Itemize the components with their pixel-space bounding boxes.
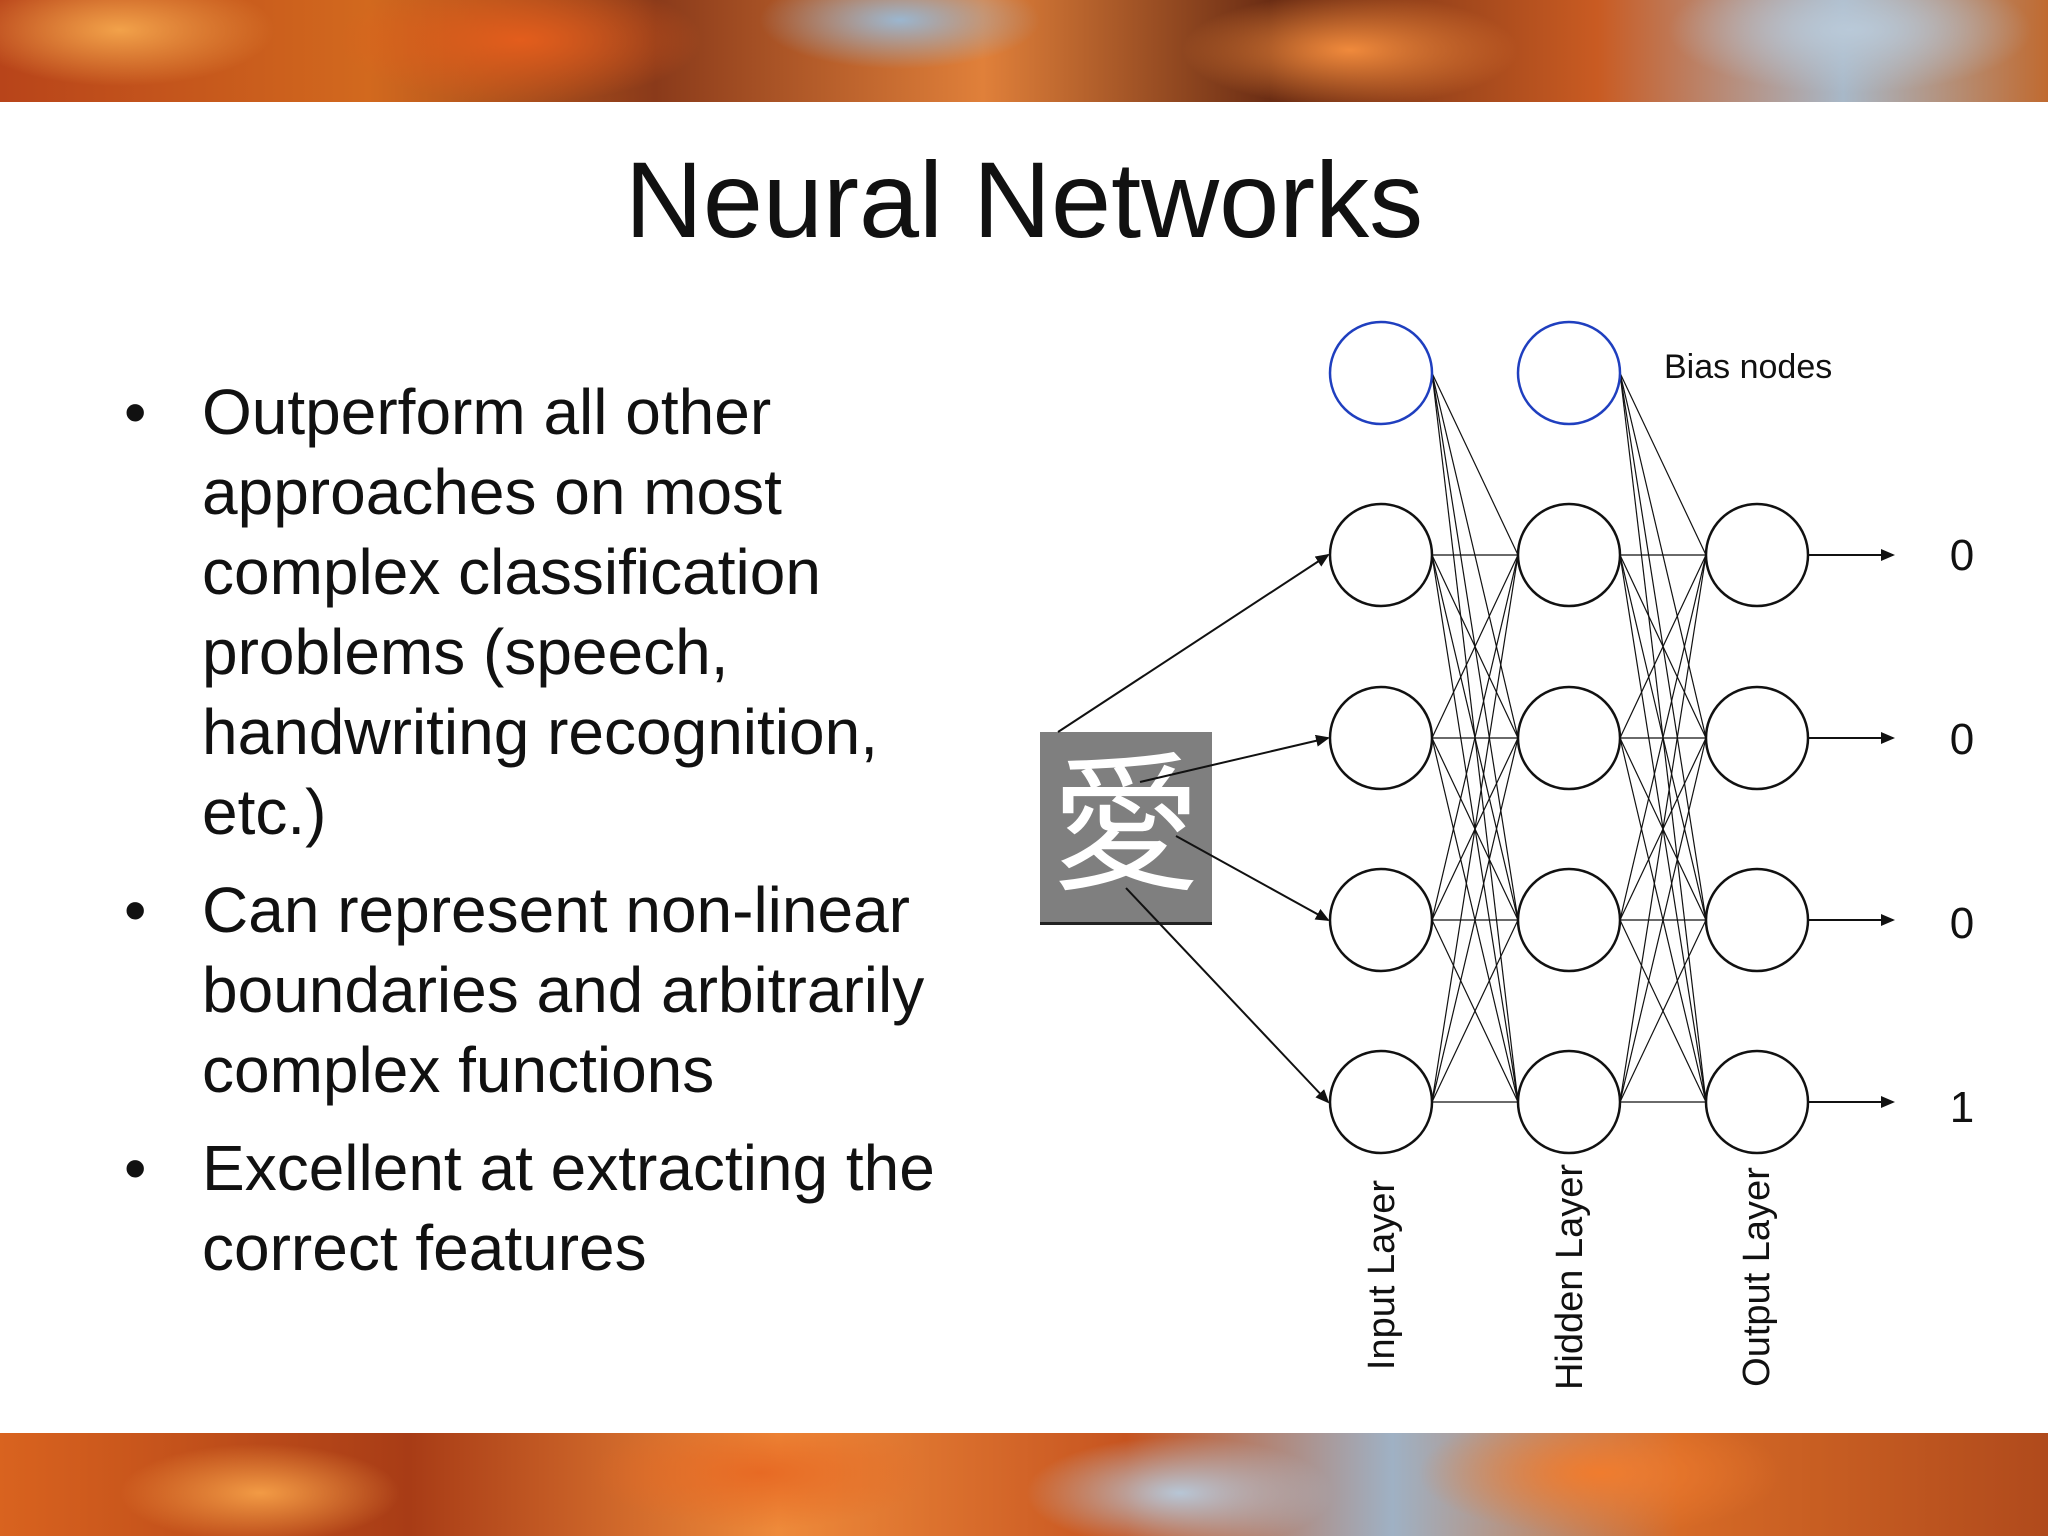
- hidden-node: [1516, 685, 1622, 791]
- input-node: [1328, 502, 1434, 608]
- bullet-text: Can represent non-linear boundaries and …: [202, 874, 925, 1106]
- bullet-list: • Outperform all other approaches on mos…: [118, 372, 1018, 1306]
- output-value: 0: [1949, 899, 1975, 948]
- connection-lines: [1431, 372, 1895, 1108]
- connection-line: [1619, 554, 1707, 921]
- bias-node: [1328, 320, 1434, 426]
- bullet-dot-icon: •: [124, 1132, 147, 1204]
- connection-line: [1619, 737, 1707, 1103]
- bullet-text: Excellent at extracting the correct feat…: [202, 1132, 935, 1284]
- input-node: [1328, 685, 1434, 791]
- bullet-item: • Outperform all other approaches on mos…: [118, 372, 1018, 852]
- bias-nodes-label: Bias nodes: [1664, 348, 1833, 386]
- connection-line: [1431, 372, 1519, 556]
- hidden-node: [1516, 867, 1622, 973]
- output-node: [1704, 685, 1810, 791]
- bullet-item: • Can represent non-linear boundaries an…: [118, 870, 1018, 1110]
- slide-title: Neural Networks: [624, 139, 1424, 260]
- bullet-text: Outperform all other approaches on most …: [202, 376, 878, 848]
- connection-line: [1431, 919, 1519, 1103]
- network-nodes: [1328, 320, 1810, 1155]
- output-node: [1704, 1049, 1810, 1155]
- top-photo-banner: [0, 0, 2048, 102]
- connection-line: [1619, 554, 1707, 1103]
- input-node: [1328, 1049, 1434, 1155]
- input-node: [1328, 867, 1434, 973]
- handwritten-character-image: 愛: [1040, 732, 1212, 925]
- handwritten-character-glyph: 愛: [1050, 740, 1201, 914]
- output-node: [1704, 867, 1810, 973]
- connection-line: [1431, 554, 1519, 1103]
- bottom-photo-banner: [0, 1433, 2048, 1536]
- connection-line: [1619, 554, 1707, 739]
- connection-line: [1431, 554, 1519, 921]
- connection-line: [1619, 372, 1707, 556]
- bullet-item: • Excellent at extracting the correct fe…: [118, 1128, 1018, 1288]
- hidden-node: [1516, 1049, 1622, 1155]
- output-node: [1704, 502, 1810, 608]
- bias-node: [1516, 320, 1622, 426]
- bullet-dot-icon: •: [124, 376, 147, 448]
- hidden-node: [1516, 502, 1622, 608]
- connection-line: [1431, 737, 1519, 1103]
- connection-line: [1619, 919, 1707, 1103]
- hidden-layer-label: Hidden Layer: [1549, 1163, 1591, 1391]
- output-value: 0: [1949, 715, 1975, 764]
- bullet-dot-icon: •: [124, 874, 147, 946]
- output-value: 0: [1949, 531, 1975, 580]
- output-layer-label: Output Layer: [1736, 1167, 1778, 1387]
- connection-line: [1431, 554, 1519, 739]
- input-layer-label: Input Layer: [1361, 1179, 1403, 1371]
- output-value: 1: [1949, 1083, 1975, 1132]
